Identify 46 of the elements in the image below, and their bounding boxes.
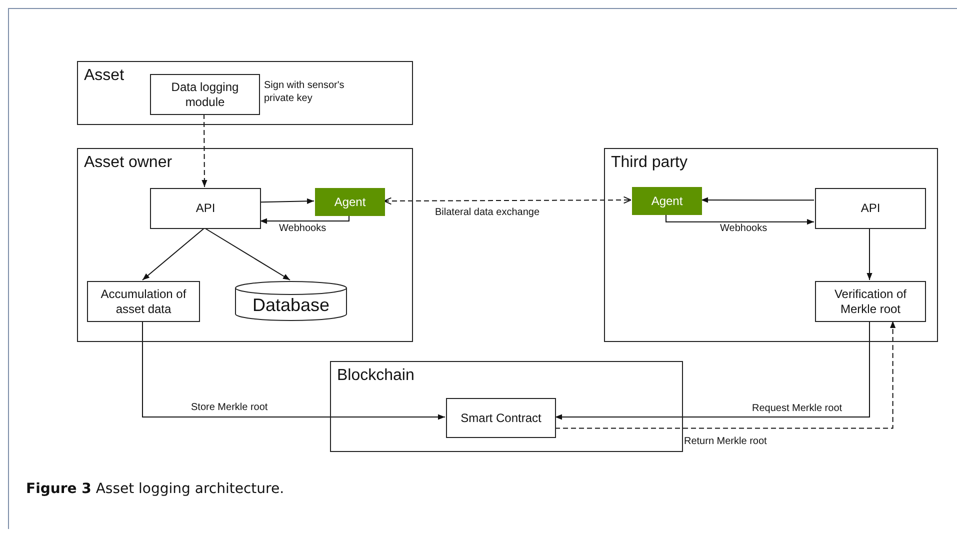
arrow (142, 320, 446, 420)
arrow (202, 114, 208, 188)
arrow (666, 214, 814, 225)
container-heading: Third party (611, 154, 688, 172)
node-label: Agent (333, 194, 367, 210)
arrow (204, 228, 290, 280)
node-label: API (860, 201, 882, 216)
container-box (604, 148, 938, 342)
container-heading: Asset (84, 67, 124, 85)
arrow (700, 197, 814, 203)
node-label: Database (251, 294, 331, 316)
node-label: Data logging module (170, 80, 240, 110)
container-box (330, 361, 683, 452)
arrow (866, 228, 872, 280)
process-box (815, 188, 926, 229)
container-box (77, 148, 413, 342)
arrow (142, 228, 205, 280)
edge-label: Webhooks (719, 223, 768, 234)
edge-label: Store Merkle root (190, 402, 269, 413)
process-box (150, 74, 260, 115)
process-box (446, 398, 556, 438)
container-heading: Blockchain (337, 367, 414, 385)
process-box (815, 281, 926, 322)
arrow (260, 214, 350, 224)
container-heading: Asset owner (84, 154, 172, 172)
node-label: Accumulation of asset data (100, 286, 188, 316)
node-label: Smart Contract (460, 410, 542, 426)
node-label: Verification of Merkle root (833, 286, 908, 316)
edge-label: Webhooks (278, 223, 328, 234)
database-cylinder (235, 281, 347, 321)
edge-label: Bilateral data exchange (434, 207, 541, 218)
figure-caption: Figure 3 Asset logging architecture. (26, 481, 284, 497)
arrow (554, 320, 896, 429)
process-box (87, 281, 200, 322)
arrow (554, 320, 870, 420)
agent-box (315, 188, 385, 216)
arrow (260, 198, 314, 204)
node-label: Agent (650, 194, 684, 208)
process-box (150, 188, 261, 229)
node-label: API (194, 201, 216, 216)
container-box (77, 61, 413, 125)
agent-box (632, 187, 702, 215)
edge-label: Request Merkle root (751, 403, 844, 414)
edge-label: Return Merkle root (683, 436, 768, 447)
arrow (384, 196, 632, 205)
annotation-text: Sign with sensor's private key (264, 80, 346, 105)
